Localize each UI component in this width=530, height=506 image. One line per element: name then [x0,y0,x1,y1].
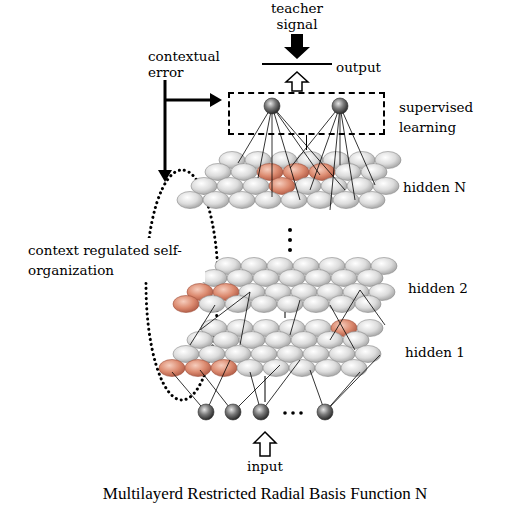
output-label: output [336,59,381,75]
error-arrowhead [210,93,222,107]
layer-label: input [235,456,295,476]
hidden-neuron [355,296,381,313]
neuron-link [310,106,340,190]
error-line [165,99,212,102]
process-label: context regulated self-organization [26,238,205,282]
neuron-link [290,106,340,168]
input-neuron [253,404,269,420]
neuron-link [340,106,375,185]
teacher-arrow [284,34,310,59]
neuron-link [272,106,320,175]
hidden-neuron [255,192,281,209]
layer-label: hidden 1 [405,342,465,362]
neuron-link [330,106,340,210]
input-layer: input [195,402,335,474]
neuron-link [360,290,385,325]
ellipsis-dot [291,411,295,415]
hidden-neuron [203,192,229,209]
output-neuron [332,98,348,114]
neuron-link [261,360,300,412]
active-neuron [173,296,199,313]
hidden-neuron [315,360,341,377]
layer-connector [306,135,307,150]
neuron-link [290,300,300,335]
ellipsis-dot [288,238,292,242]
input-neuron [198,404,214,420]
hidden-neuron [303,296,329,313]
input-neuron [225,404,241,420]
error-arrowhead [158,170,172,182]
active-neuron [159,360,185,377]
hidden-neuron [341,360,367,377]
neuron-link [272,106,273,197]
hidden-neuron [225,296,251,313]
neuron-link [340,106,341,165]
hidden-neuron [333,192,359,209]
neuron-link [258,106,272,178]
hidden-neuron [237,360,263,377]
hidden-neuron [359,192,385,209]
signal-label: teacher signal [262,0,332,32]
neuron-link [325,355,380,412]
layer-label: hidden 2 [408,278,468,298]
neuron-link [200,292,250,330]
output-arrow [286,72,308,91]
layer-connector [285,312,286,318]
neuron-link [330,305,355,350]
error-label: contextual error [148,48,238,80]
hidden-neuron [177,192,203,209]
layer-label: supervised learning [399,97,494,137]
hidden-neuron [281,192,307,209]
ellipsis-dot [299,411,303,415]
hidden-neuron [263,360,289,377]
neuron-link [190,305,215,345]
ellipsis-dot [283,411,287,415]
output-neuron [264,98,280,114]
input-neuron [317,404,333,420]
active-neuron [185,360,211,377]
supervised-box: supervised learning [228,92,385,135]
hidden-layer: hidden 2 [175,256,400,312]
ellipsis-dot [288,248,292,252]
neuron-link [340,106,355,200]
hidden-layer: hidden 1 [160,318,395,376]
error-line [164,80,167,172]
hidden-neuron [307,192,333,209]
layer-label: hidden N [403,177,466,197]
figure-caption: Multilayerd Restricted Radial Basis Func… [0,484,530,504]
hidden-layer: hidden N [180,150,395,212]
neuron-link [233,365,280,412]
neuron-link [272,106,300,200]
hidden-neuron [251,296,277,313]
output-line [262,63,332,65]
hidden-neuron [229,192,255,209]
input-arrow [254,432,276,456]
ellipsis-dot [288,228,292,232]
neuron-link [240,292,250,345]
layer-connector [265,376,266,402]
neuron-link [272,106,345,190]
